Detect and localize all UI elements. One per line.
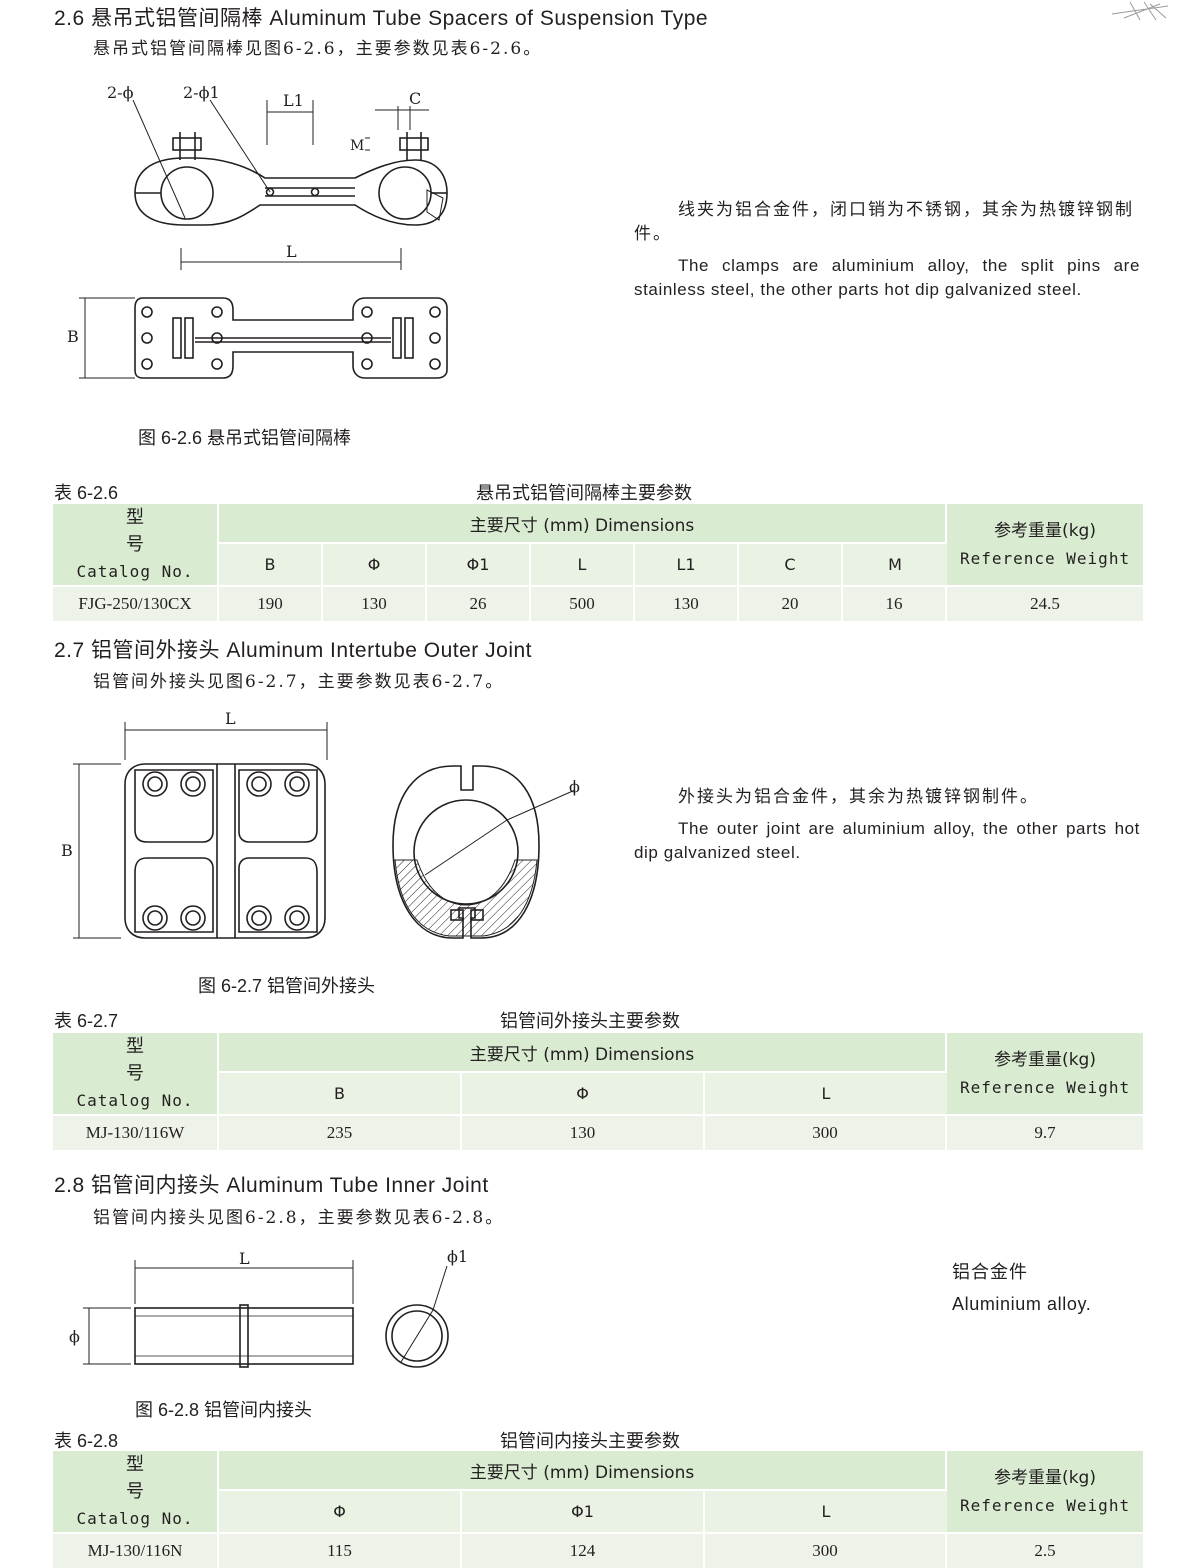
dimensions-header: 主要尺寸 (mm) Dimensions — [219, 504, 948, 545]
dimensions-header: 主要尺寸 (mm) Dimensions — [219, 1451, 948, 1492]
cell-l: 300 — [705, 1116, 948, 1150]
weight-header: 参考重量(kg) Reference Weight — [947, 1451, 1144, 1534]
figure-6-2-6-drawing: 2-ϕ 2-ϕ1 L1 C M L B — [67, 83, 448, 379]
col-header-phi1: Φ1 — [462, 1491, 705, 1534]
col-header-l1: L1 — [635, 544, 739, 587]
cell-phi1: 124 — [462, 1534, 705, 1568]
table-6-2-7-label: 表 6-2.7 — [54, 1011, 119, 1031]
corner-logo-icon — [1111, 1, 1169, 21]
cell-phi: 130 — [462, 1116, 705, 1150]
col-header-b: B — [219, 1073, 462, 1116]
col-header-phi1: Φ1 — [427, 544, 531, 587]
desc-cn: 铝合金件 — [952, 1262, 1028, 1283]
label-c: C — [409, 89, 421, 108]
table-6-2-6-title: 悬吊式铝管间隔棒主要参数 — [476, 483, 692, 503]
cell-l: 300 — [705, 1534, 948, 1568]
table-6-2-8: 型号 Catalog No. 主要尺寸 (mm) Dimensions 参考重量… — [53, 1451, 1144, 1568]
section-2-7-description: 外接头为铝合金件，其余为热镀锌钢制件。 The outer joint are … — [634, 785, 1140, 865]
label-m: M — [350, 138, 364, 154]
section-2-8-description: 铝合金件 Aluminium alloy. — [952, 1261, 1091, 1316]
label-phi: ϕ — [69, 1327, 80, 1346]
label-l: L — [225, 709, 236, 728]
desc-en: The clamps are aluminium alloy, the spli… — [634, 256, 1140, 299]
catalog-header: 型号 Catalog No. — [53, 504, 219, 587]
label-b: B — [61, 841, 73, 860]
section-2-6-intro: 悬吊式铝管间隔棒见图6-2.6，主要参数见表6-2.6。 — [93, 39, 543, 59]
table-6-2-8-title: 铝管间内接头主要参数 — [500, 1431, 680, 1451]
cell-b: 235 — [219, 1116, 462, 1150]
section-2-6-title: 2.6 悬吊式铝管间隔棒 Aluminum Tube Spacers of Su… — [54, 7, 709, 30]
col-header-phi: Φ — [462, 1073, 705, 1116]
col-header-l: L — [705, 1073, 948, 1116]
cell-weight: 24.5 — [947, 587, 1144, 621]
cell-phi1: 26 — [427, 587, 531, 621]
section-2-8-intro: 铝管间内接头见图6-2.8，主要参数见表6-2.8。 — [93, 1208, 505, 1228]
col-header-phi: Φ — [323, 544, 427, 587]
cell-m: 16 — [843, 587, 948, 621]
figure-6-2-8-drawing: L ϕ ϕ1 — [69, 1247, 468, 1368]
label-l: L — [286, 242, 297, 261]
catalog-header: 型号 Catalog No. — [53, 1451, 219, 1534]
cell-phi: 115 — [219, 1534, 462, 1568]
section-2-7-intro: 铝管间外接头见图6-2.7，主要参数见表6-2.7。 — [93, 672, 505, 692]
label-2-phi1: 2-ϕ1 — [183, 83, 220, 102]
figure-6-2-7-caption: 图 6-2.7 铝管间外接头 — [198, 976, 376, 996]
cell-l1: 130 — [635, 587, 739, 621]
label-phi: ϕ — [569, 777, 580, 796]
weight-header: 参考重量(kg) Reference Weight — [947, 1033, 1144, 1116]
catalog-header: 型号 Catalog No. — [53, 1033, 219, 1116]
col-header-m: M — [843, 544, 948, 587]
desc-cn: 线夹为铝合金件，闭口销为不锈钢，其余为热镀锌钢制件。 — [634, 200, 1134, 244]
label-l1: L1 — [283, 91, 304, 110]
table-row: MJ-130/116W 235 130 300 9.7 — [53, 1116, 1144, 1150]
weight-header: 参考重量(kg) Reference Weight — [947, 504, 1144, 587]
figure-6-2-8-caption: 图 6-2.8 铝管间内接头 — [135, 1400, 313, 1420]
section-2-6-description: 线夹为铝合金件，闭口销为不锈钢，其余为热镀锌钢制件。 The clamps ar… — [634, 198, 1140, 302]
desc-cn: 外接头为铝合金件，其余为热镀锌钢制件。 — [678, 787, 1039, 807]
desc-en: The outer joint are aluminium alloy, the… — [634, 819, 1140, 862]
cell-catalog: MJ-130/116N — [53, 1534, 219, 1568]
table-6-2-6-label: 表 6-2.6 — [54, 483, 119, 503]
cell-catalog: FJG-250/130CX — [53, 587, 219, 621]
table-6-2-7: 型号 Catalog No. 主要尺寸 (mm) Dimensions 参考重量… — [53, 1033, 1144, 1150]
table-6-2-8-label: 表 6-2.8 — [54, 1431, 119, 1451]
cell-weight: 9.7 — [947, 1116, 1144, 1150]
cell-b: 190 — [219, 587, 323, 621]
label-phi1: ϕ1 — [447, 1247, 468, 1266]
figure-6-2-7-drawing: L B ϕ — [61, 709, 580, 939]
desc-en: Aluminium alloy. — [952, 1294, 1092, 1314]
table-6-2-6: 型号 Catalog No. 主要尺寸 (mm) Dimensions 参考重量… — [53, 504, 1144, 621]
col-header-c: C — [739, 544, 843, 587]
figure-6-2-6-caption: 图 6-2.6 悬吊式铝管间隔棒 — [138, 428, 352, 448]
table-row: MJ-130/116N 115 124 300 2.5 — [53, 1534, 1144, 1568]
cell-catalog: MJ-130/116W — [53, 1116, 219, 1150]
section-2-7-title: 2.7 铝管间外接头 Aluminum Intertube Outer Join… — [54, 639, 532, 662]
col-header-l: L — [531, 544, 635, 587]
label-2-phi: 2-ϕ — [107, 83, 134, 102]
col-header-phi: Φ — [219, 1491, 462, 1534]
cell-weight: 2.5 — [947, 1534, 1144, 1568]
table-row: FJG-250/130CX 190 130 26 500 130 20 16 2… — [53, 587, 1144, 621]
label-l: L — [239, 1249, 250, 1268]
dimensions-header: 主要尺寸 (mm) Dimensions — [219, 1033, 948, 1074]
cell-c: 20 — [739, 587, 843, 621]
cell-phi: 130 — [323, 587, 427, 621]
label-b: B — [67, 327, 79, 346]
cell-l: 500 — [531, 587, 635, 621]
section-2-8-title: 2.8 铝管间内接头 Aluminum Tube Inner Joint — [54, 1174, 489, 1197]
table-6-2-7-title: 铝管间外接头主要参数 — [500, 1011, 680, 1031]
col-header-b: B — [219, 544, 323, 587]
col-header-l: L — [705, 1491, 948, 1534]
